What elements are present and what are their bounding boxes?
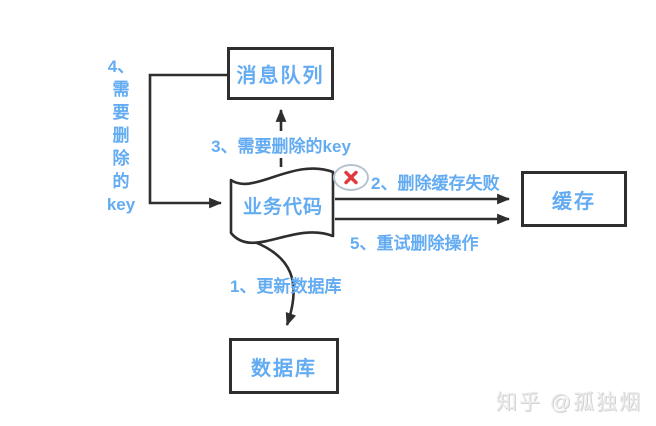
node-cache: 缓存 [521,171,627,227]
edge-label-update-database: 1、更新数据库 [230,277,342,296]
business-code-shape [229,167,335,245]
node-database: 数据库 [229,338,339,394]
error-x-glyph [344,170,358,185]
edge-label-key-to-delete-vertical: 4、 需 要 删 除 的 key [106,57,136,214]
node-database-label: 数据库 [251,357,317,380]
edge-label-key-to-delete-up: 3、需要删除的key [204,131,358,158]
error-x-icon [333,164,369,191]
arrow-business-to-database [251,239,297,327]
node-business-code-label: 业务代码 [242,196,323,218]
edge-label-retry-delete: 5、重试删除操作 [350,234,479,253]
arrow-queue-to-business [148,73,228,209]
node-cache-label: 缓存 [552,190,596,213]
node-business-code: 业务代码 [228,156,338,248]
edge-label-delete-cache-failed: 2、删除缓存失败 [371,174,500,193]
watermark-text: 知乎 @孤独烟 [495,391,642,414]
node-message-queue: 消息队列 [227,47,334,100]
node-message-queue-label: 消息队列 [236,65,325,87]
